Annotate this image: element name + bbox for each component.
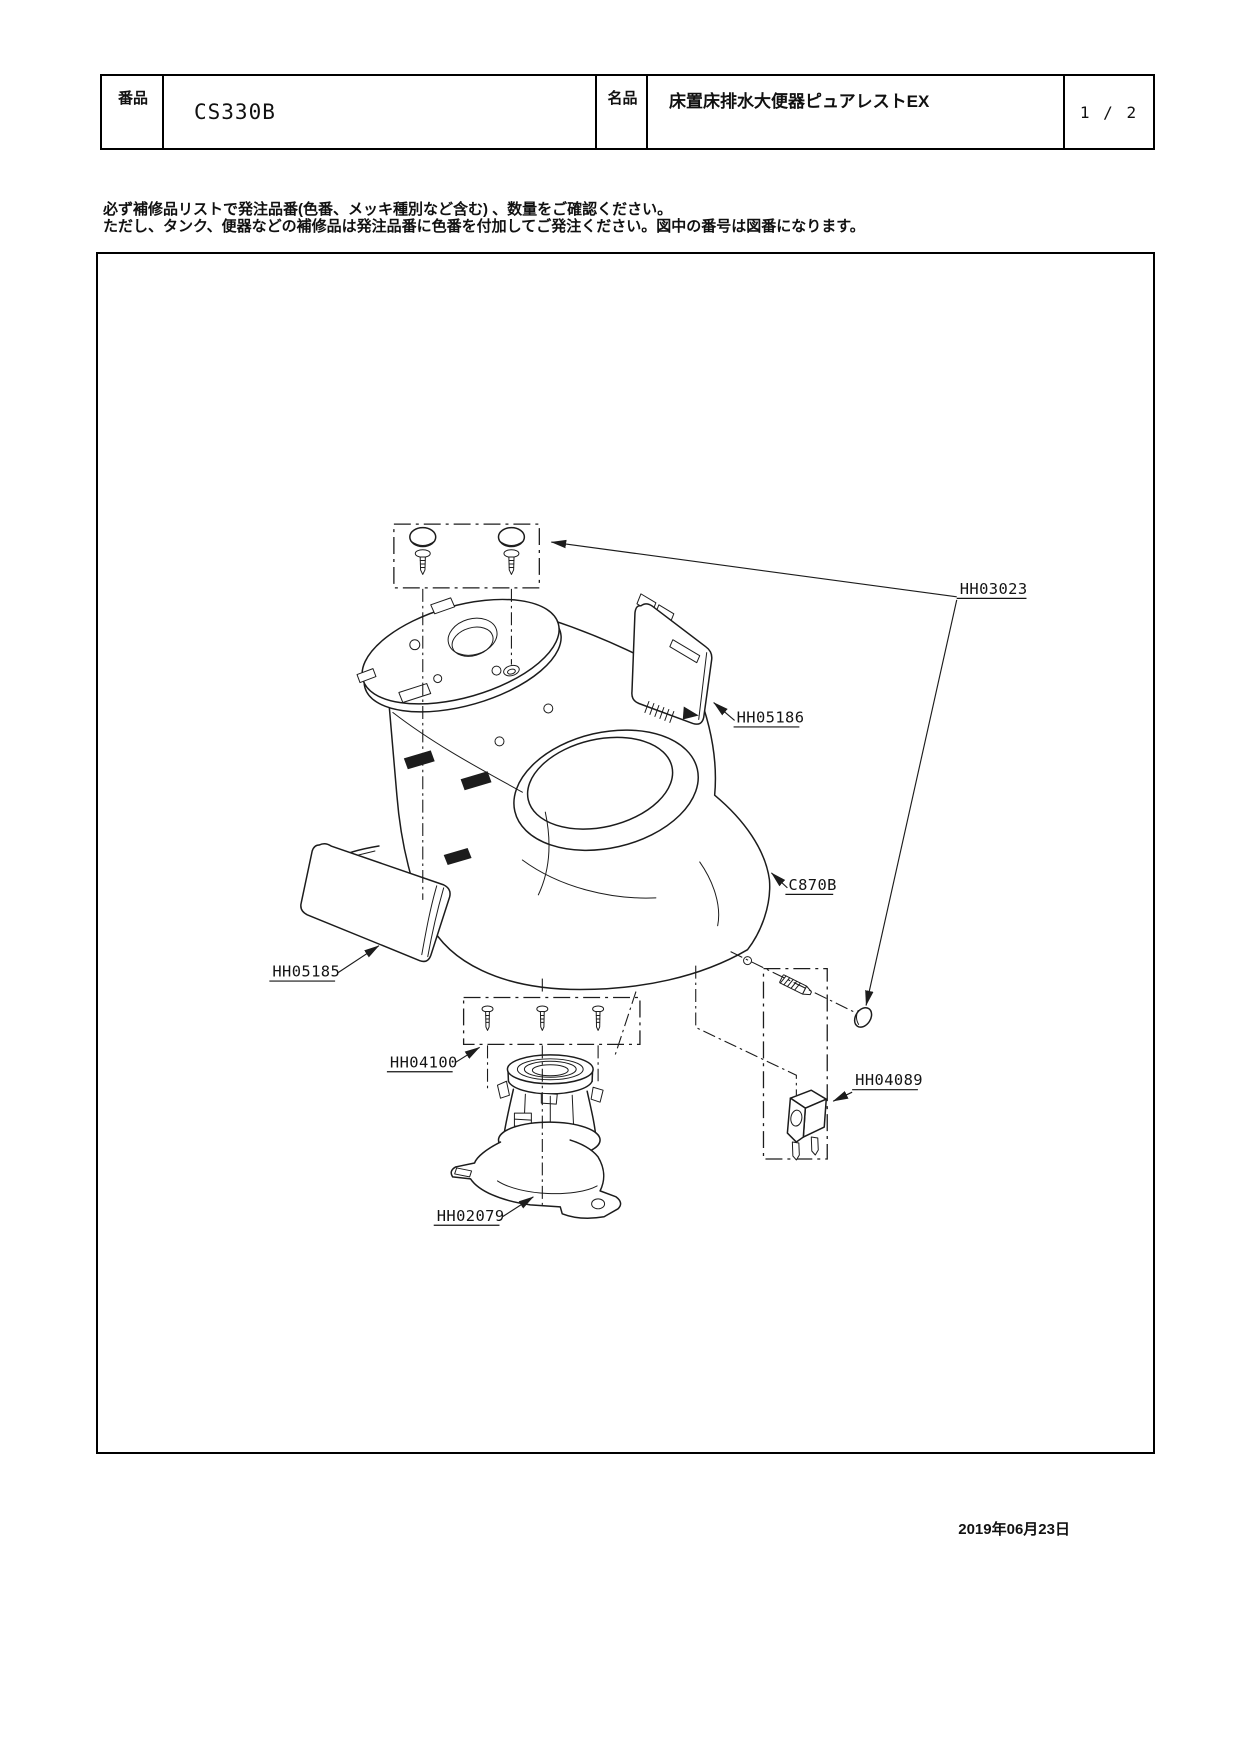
part-label-hh03023: HH03023	[960, 580, 1028, 598]
notice-text: 必ず補修品リストで発注品番(色番、メッキ種別など含む) 、数量をご確認ください。…	[103, 201, 865, 235]
part-name-value: 床置床排水大便器ピュアレストEX	[669, 92, 930, 111]
exploded-diagram: HH03023 HH05186 C870B HH05185 HH04100 HH…	[269, 523, 1028, 1226]
bolt-cap-loose	[853, 1007, 873, 1028]
part-labels: HH03023 HH05186 C870B HH05185 HH04100 HH…	[269, 580, 1028, 1226]
part-number-label-cell: 品番	[102, 76, 162, 148]
part-label-hh05186: HH05186	[737, 708, 805, 726]
part-name-label-cell: 品名	[595, 76, 646, 148]
fixing-clip	[786, 1089, 827, 1161]
diagram-frame: HH03023 HH05186 C870B HH05185 HH04100 HH…	[96, 252, 1155, 1454]
base-bolt-hole	[743, 956, 753, 966]
fixing-bolt-box	[393, 523, 540, 589]
drain-flange-assembly	[450, 1054, 622, 1219]
cover-panel-right	[631, 593, 713, 725]
flange-screw	[481, 1005, 494, 1031]
side-slot	[460, 771, 492, 791]
clip-box	[762, 967, 828, 1161]
platform-tab	[356, 668, 377, 684]
page-number-cell: 1 / 2	[1063, 76, 1153, 148]
alignment-lines	[422, 588, 856, 1205]
part-label-c870b: C870B	[788, 876, 836, 894]
leader-lines	[337, 539, 958, 1218]
bolt-cap	[409, 526, 437, 575]
header-table: 品番 CS330B 品名 床置床排水大便器ピュアレストEX 1 / 2	[100, 74, 1155, 150]
part-label-hh04100: HH04100	[390, 1053, 458, 1071]
part-number-cell: CS330B	[162, 76, 595, 148]
part-name-label: 品名	[605, 90, 638, 120]
notice-line-2: ただし、タンク、便器などの補修品は発注品番に色番を付加してご発注ください。図中の…	[103, 217, 865, 235]
page-number: 1 / 2	[1079, 102, 1139, 122]
part-label-hh04089: HH04089	[855, 1071, 923, 1089]
part-label-hh05185: HH05185	[272, 963, 340, 981]
notice-line-1: 必ず補修品リストで発注品番(色番、メッキ種別など含む) 、数量をご確認ください。	[103, 201, 673, 218]
side-slot	[403, 750, 435, 770]
platform-tab	[430, 597, 456, 615]
part-number-label: 品番	[116, 90, 148, 120]
side-slot	[443, 848, 472, 865]
flange-screw-box	[462, 996, 641, 1046]
flange-screw	[536, 1005, 549, 1031]
part-label-hh02079: HH02079	[437, 1207, 505, 1225]
cover-panel-left	[300, 843, 451, 963]
diagonal-screw	[779, 974, 812, 996]
part-number-value: CS330B	[194, 100, 276, 124]
flange-screw	[592, 1005, 605, 1031]
bolt-cap	[497, 526, 526, 575]
issue-date: 2019年06月23日	[958, 1521, 1070, 1538]
part-name-cell: 床置床排水大便器ピュアレストEX	[646, 76, 1063, 148]
